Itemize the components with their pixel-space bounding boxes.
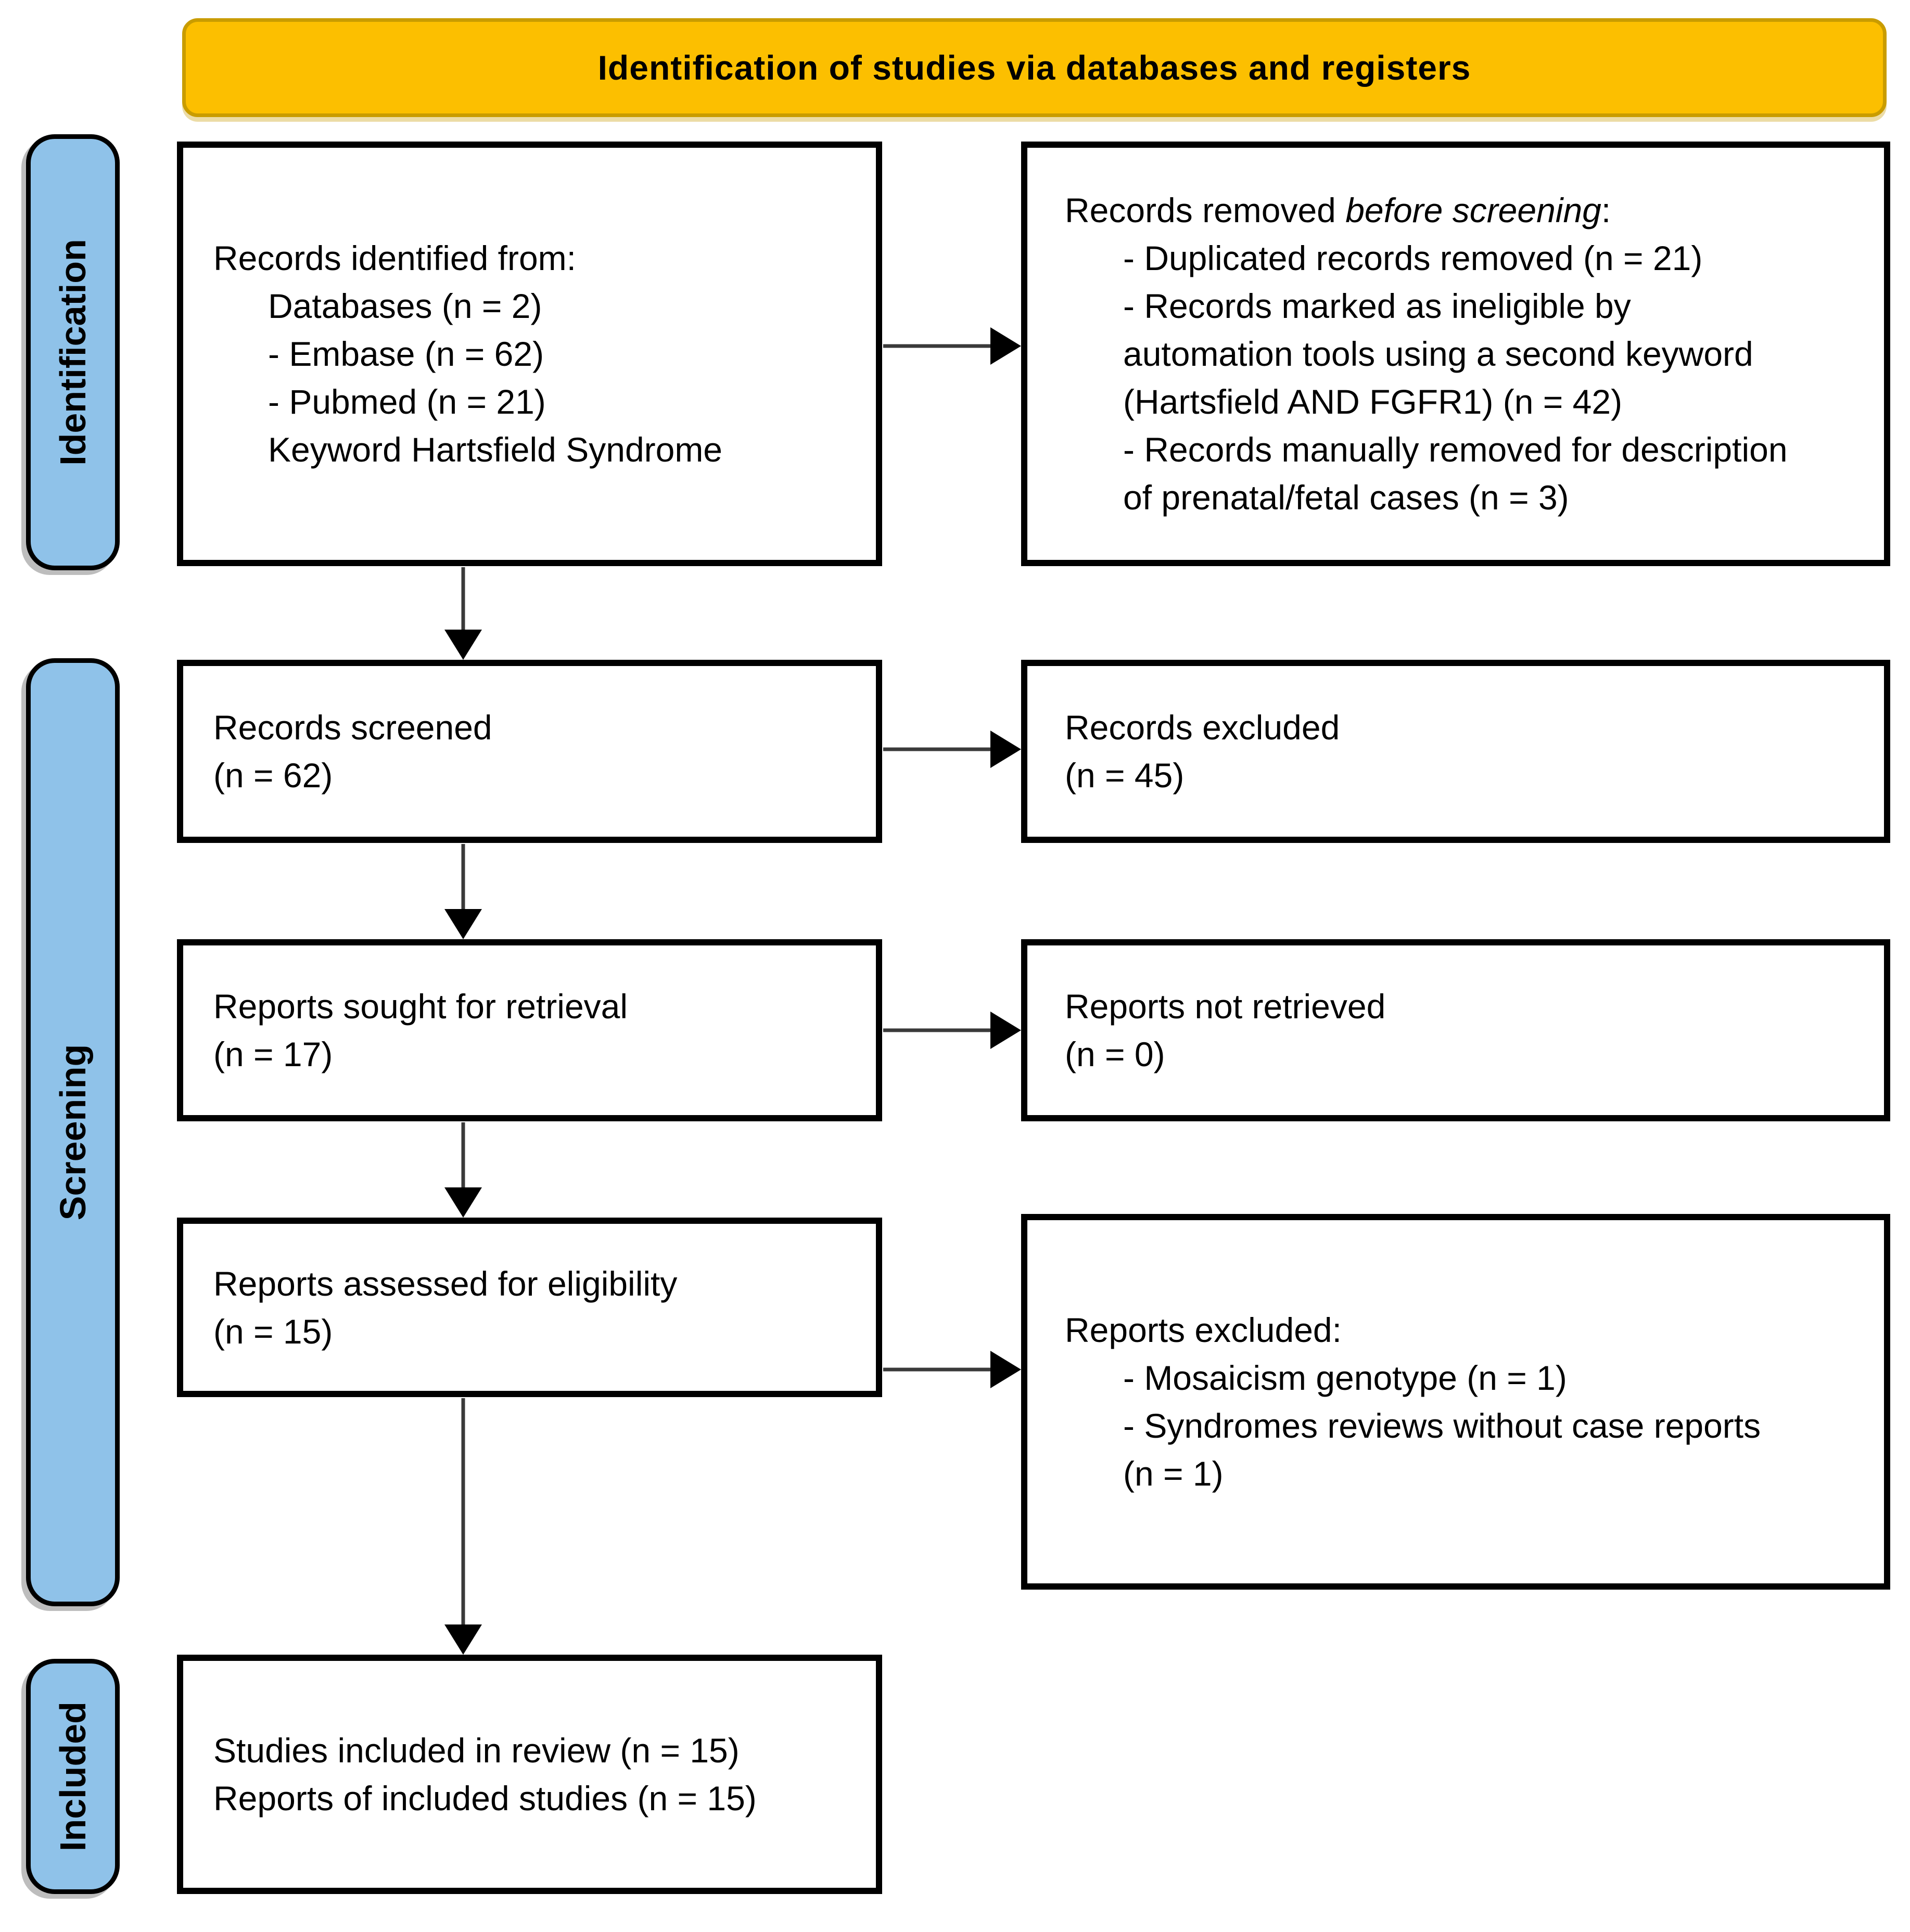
box-line: Databases (n = 2) — [268, 287, 542, 325]
banner-identification-via-databases: Identification of studies via databases … — [182, 18, 1887, 117]
stage-label-included: Included — [26, 1659, 120, 1894]
box-line: - Records marked as ineligible by — [1123, 287, 1631, 325]
arrow-head-screened-to-excluded — [990, 731, 1021, 768]
box-line: (n = 45) — [1065, 756, 1185, 795]
box-line: (n = 17) — [213, 1035, 333, 1073]
box-line: of prenatal/fetal cases (n = 3) — [1123, 478, 1569, 517]
stage-label-screening: Screening — [26, 658, 120, 1606]
box-line: Reports of included studies (n = 15) — [213, 1779, 757, 1818]
box-line: (n = 62) — [213, 756, 333, 795]
box-line: Reports not retrieved — [1065, 987, 1386, 1026]
box-reports-not-retrieved: Reports not retrieved (n = 0) — [1021, 939, 1890, 1121]
box-records-removed-before-screening: Records removed before screening: - Dupl… — [1021, 142, 1890, 566]
box-line: Records removed before screening: — [1065, 186, 1874, 234]
box-line: - Embase (n = 62) — [268, 335, 544, 373]
box-line: (n = 1) — [1123, 1454, 1224, 1493]
stage-label-text: Included — [53, 1701, 94, 1851]
box-line-text: : — [1601, 191, 1611, 229]
box-line: Reports sought for retrieval — [213, 987, 628, 1026]
stage-label-text: Screening — [53, 1044, 94, 1221]
box-line: Studies included in review (n = 15) — [213, 1731, 740, 1770]
box-line-text: Records removed — [1065, 191, 1346, 229]
arrow-head-assessed-to-included — [444, 1624, 482, 1655]
box-reports-sought-for-retrieval: Reports sought for retrieval (n = 17) — [177, 939, 882, 1121]
box-line: (n = 0) — [1065, 1035, 1165, 1073]
box-line: - Records manually removed for descripti… — [1123, 430, 1788, 469]
arrow-head-sought-to-assessed — [444, 1187, 482, 1218]
box-line: - Syndromes reviews without case reports — [1123, 1406, 1761, 1445]
box-records-excluded: Records excluded (n = 45) — [1021, 660, 1890, 843]
box-line: Reports excluded: — [1065, 1311, 1342, 1349]
box-line: - Pubmed (n = 21) — [268, 382, 546, 421]
box-line: - Mosaicism genotype (n = 1) — [1123, 1359, 1567, 1397]
box-records-screened: Records screened (n = 62) — [177, 660, 882, 843]
stage-label-text: Identification — [53, 239, 93, 466]
stage-label-identification: Identification — [26, 134, 120, 570]
arrow-head-assessed-to-reports-excluded — [990, 1351, 1021, 1388]
box-line-italic-text: before screening — [1345, 191, 1601, 229]
box-line: Records screened — [213, 708, 492, 747]
box-line: - Duplicated records removed (n = 21) — [1123, 239, 1703, 277]
box-line: (Hartsfield AND FGFR1) (n = 42) — [1123, 382, 1623, 421]
box-line: automation tools using a second keyword — [1123, 335, 1753, 373]
arrow-head-identified-to-screened — [444, 630, 482, 660]
box-studies-included-in-review: Studies included in review (n = 15) Repo… — [177, 1655, 882, 1894]
arrow-head-sought-to-not-retrieved — [990, 1012, 1021, 1049]
box-records-identified: Records identified from: Databases (n = … — [177, 142, 882, 566]
box-reports-excluded: Reports excluded: - Mosaicism genotype (… — [1021, 1214, 1890, 1590]
banner-title: Identification of studies via databases … — [597, 48, 1471, 87]
box-line: Records identified from: — [213, 239, 576, 277]
box-line: Keyword Hartsfield Syndrome — [268, 430, 723, 469]
arrow-head-screened-to-sought — [444, 909, 482, 939]
box-line: Reports assessed for eligibility — [213, 1264, 678, 1303]
arrow-head-identified-to-removed — [990, 327, 1021, 365]
box-line: (n = 15) — [213, 1312, 333, 1351]
box-line: Records excluded — [1065, 708, 1340, 747]
box-reports-assessed-for-eligibility: Reports assessed for eligibility (n = 15… — [177, 1218, 882, 1397]
